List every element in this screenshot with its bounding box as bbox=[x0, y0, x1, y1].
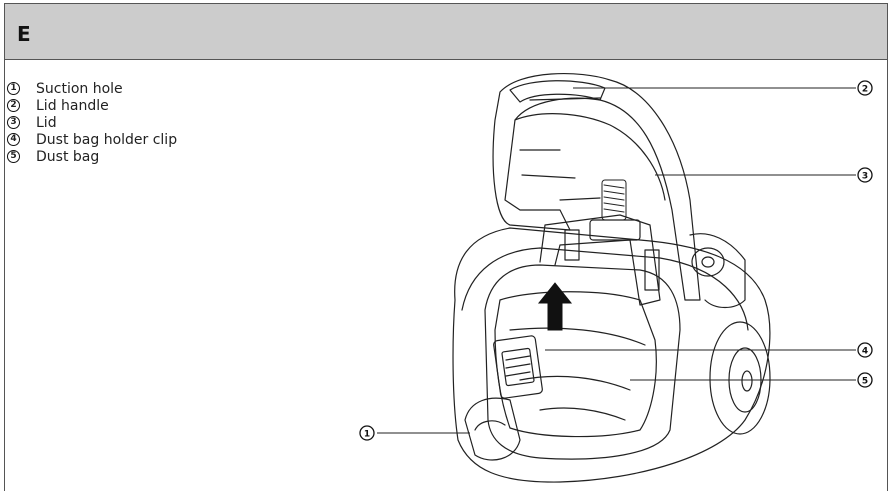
legend-label: Suction hole bbox=[36, 80, 123, 97]
suction-hole bbox=[464, 397, 521, 461]
svg-text:1: 1 bbox=[364, 430, 370, 440]
legend-label: Dust bag holder clip bbox=[36, 131, 178, 148]
legend-label: Lid bbox=[36, 114, 57, 131]
rear-wheel bbox=[709, 321, 771, 435]
legend-item: 3 Lid bbox=[7, 114, 177, 131]
section-letter: E bbox=[17, 22, 31, 46]
callout-1: 1 bbox=[359, 425, 375, 441]
legend-item: 2 Lid handle bbox=[7, 97, 177, 114]
legend-number: 1 bbox=[7, 82, 20, 95]
body-outline bbox=[452, 227, 771, 483]
dust-bag bbox=[494, 291, 657, 438]
svg-text:5: 5 bbox=[862, 377, 868, 387]
callout-2: 2 bbox=[857, 80, 873, 96]
legend-item: 5 Dust bag bbox=[7, 148, 177, 165]
parts-legend: 1 Suction hole 2 Lid handle 3 Lid 4 Dust… bbox=[7, 80, 177, 165]
legend-number: 2 bbox=[7, 99, 20, 112]
svg-text:3: 3 bbox=[862, 172, 868, 182]
svg-text:2: 2 bbox=[862, 85, 868, 95]
legend-item: 4 Dust bag holder clip bbox=[7, 131, 177, 148]
page-frame bbox=[4, 3, 888, 491]
section-header: E bbox=[5, 4, 887, 60]
legend-number: 3 bbox=[7, 116, 20, 129]
legend-number: 5 bbox=[7, 150, 20, 163]
legend-label: Lid handle bbox=[36, 97, 109, 114]
lid-handle bbox=[509, 80, 606, 103]
legend-item: 1 Suction hole bbox=[7, 80, 177, 97]
callout-4: 4 bbox=[857, 342, 873, 358]
lid bbox=[492, 72, 701, 301]
legend-label: Dust bag bbox=[36, 148, 100, 165]
svg-text:4: 4 bbox=[862, 347, 868, 357]
spring bbox=[601, 179, 627, 221]
up-arrow-icon bbox=[537, 282, 573, 331]
legend-number: 4 bbox=[7, 133, 20, 146]
callout-5: 5 bbox=[857, 372, 873, 388]
callout-3: 3 bbox=[857, 167, 873, 183]
bag-holder-clip bbox=[493, 335, 543, 399]
